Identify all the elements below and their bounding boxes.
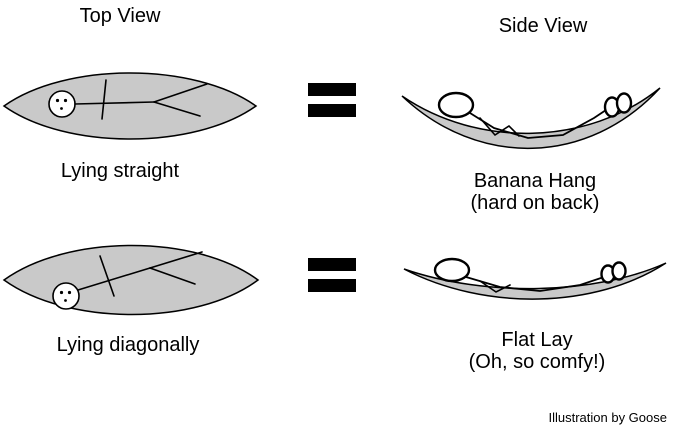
figure-head [48,90,76,118]
figure-head [433,257,471,283]
figure-mouth [64,299,67,302]
stick-figure-diagonal [52,251,203,310]
figure-leg [149,251,203,269]
stick-figure-flat [433,257,627,293]
flat-lay-note: (Oh, so comfy!) [468,351,606,373]
hammock-top-view-straight-drawing [2,72,258,140]
figure-head [437,91,475,119]
banana-hang-label: Banana Hang [473,170,597,192]
hammock-top-shape [2,72,258,140]
figure-arms [99,255,115,297]
hammock-side-view-flat-drawing [403,257,667,300]
top-view-title: Top View [79,5,161,27]
figure-eye [55,98,60,103]
figure-foot [615,92,633,114]
figure-mouth [60,107,63,110]
figure-leg [153,101,201,117]
stick-figure-banana [437,91,633,139]
figure-body [465,276,602,292]
equals-bar [308,104,356,117]
lying-diagonally-label: Lying diagonally [56,334,200,356]
hammock-side-view-banana-drawing [401,87,661,149]
figure-arms [101,79,107,120]
lying-straight-label: Lying straight [60,160,180,182]
figure-arms [479,280,511,293]
figure-eye [63,98,68,103]
figure-leg [153,83,208,103]
hammock-side-shape [401,87,661,149]
figure-arms [479,117,520,137]
equals-bar [308,83,356,96]
flat-lay-label: Flat Lay [501,329,573,351]
figure-eye [59,290,64,295]
equals-icon [308,83,356,117]
equals-bar [308,258,356,271]
equals-bar [308,279,356,292]
figure-foot [611,261,627,281]
hammock-top-shape [2,244,260,316]
illustration-credit: Illustration by Goose [548,410,667,425]
stick-figure-straight [48,79,208,120]
side-view-title: Side View [498,15,588,37]
figure-body [77,267,151,291]
figure-body [74,101,155,105]
equals-icon [308,258,356,292]
banana-hang-note: (hard on back) [470,192,600,214]
figure-eye [67,290,72,295]
hammock-top-view-diagonal-drawing [2,244,260,316]
figure-body [469,109,607,139]
figure-head [52,282,80,310]
figure-leg [149,267,196,285]
